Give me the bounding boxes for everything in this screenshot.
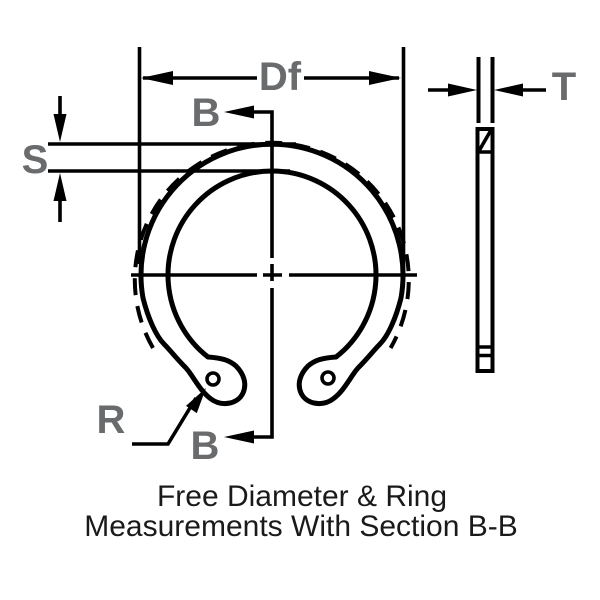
caption: Free Diameter & Ring Measurements With S…: [84, 480, 518, 543]
df-arrow-left: [141, 71, 173, 85]
section-line-vertical: [253, 110, 274, 439]
section-body: [475, 127, 495, 373]
t-extension-lines: [476, 57, 495, 123]
r-arrowhead: [186, 388, 206, 414]
b-arrow-top: [224, 105, 254, 119]
r-label: R: [97, 398, 126, 442]
section-hatch: [477, 130, 493, 154]
s-extension-lines: [48, 142, 296, 173]
caption-line-2: Measurements With Section B-B: [84, 510, 518, 543]
b-label-bottom: B: [191, 424, 220, 468]
t-arrow-left: [494, 83, 523, 97]
caption-line-1: Free Diameter & Ring: [157, 480, 447, 513]
section-lug-lines: [477, 345, 493, 358]
s-dimension: S: [22, 96, 296, 222]
b-arrow-bottom: [224, 430, 254, 444]
t-arrow-right: [448, 83, 477, 97]
t-label: T: [552, 65, 576, 109]
left-lug-hole: [205, 371, 221, 387]
r-leader: R: [97, 388, 206, 446]
b-label-top: B: [192, 91, 221, 135]
section-view: [475, 127, 495, 373]
df-extension-lines: [137, 47, 406, 273]
df-dimension: Df: [137, 47, 406, 273]
s-label: S: [22, 138, 49, 182]
df-label: Df: [259, 55, 302, 99]
right-lug-hole: [320, 370, 336, 386]
r-leader-line: [132, 397, 198, 446]
ring-outline: [138, 141, 406, 407]
s-arrow-down: [53, 114, 67, 142]
df-arrow-right: [369, 71, 401, 85]
section-b-b: B B: [191, 91, 274, 468]
s-arrow-up: [53, 173, 67, 201]
t-dimension: T: [428, 57, 576, 123]
